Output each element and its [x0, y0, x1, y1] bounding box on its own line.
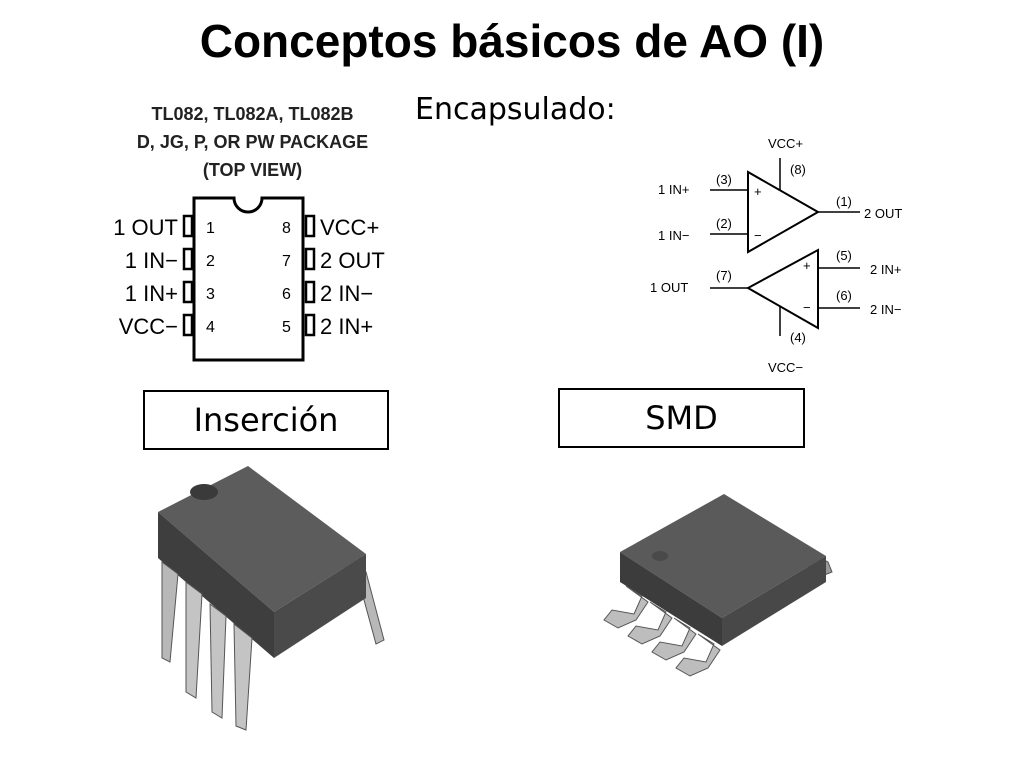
minus-sign: −: [803, 300, 811, 315]
pin-stub: [304, 214, 316, 238]
opamp-triangle-1: [747, 170, 821, 254]
chip-lead: [675, 633, 721, 677]
pin-label-right: 2 IN+: [320, 314, 373, 339]
pin-label-right: 2 OUT: [320, 248, 385, 273]
pin-label-right: 2 IN−: [320, 281, 373, 306]
encapsulado-label: Encapsulado:: [415, 92, 616, 127]
pin-label-left: VCC−: [119, 314, 178, 339]
chip-side-right: [274, 554, 366, 658]
package-header-line1: TL082, TL082A, TL082B: [151, 104, 354, 124]
pin-number: 2: [206, 253, 215, 270]
slide-title: Conceptos básicos de AO (I): [199, 15, 825, 67]
pin-label-left: 1 IN−: [125, 248, 178, 273]
pin-stub: [304, 313, 316, 337]
amp1-out-label: 2 OUT: [864, 206, 902, 221]
amp2-in-minus-pin: (6): [836, 288, 852, 303]
amp2-in-minus-label: 2 IN−: [870, 302, 901, 317]
smd-chip-image: [603, 494, 833, 677]
chip-lead: [161, 561, 179, 663]
dip-chip-image: [158, 466, 385, 731]
amp1-in-minus-pin: (2): [716, 216, 732, 231]
pin-stub: [304, 280, 316, 304]
chip-outline: [192, 196, 305, 362]
pin-stub: [182, 313, 194, 337]
amp1-out-pin: (1): [836, 194, 852, 209]
package-header-line3: (TOP VIEW): [202, 160, 303, 180]
amp2-out-label: 1 OUT: [650, 280, 688, 295]
pin-number: 6: [282, 286, 291, 303]
smd-label: SMD: [645, 399, 718, 437]
amp1-in-minus-label: 1 IN−: [658, 228, 689, 243]
chip-side-right: [722, 556, 826, 646]
amp1-in-plus-label: 1 IN+: [658, 182, 689, 197]
insercion-label: Inserción: [193, 401, 339, 439]
pin-label-right: VCC+: [320, 215, 379, 240]
chip-dot: [652, 551, 668, 561]
pin-number: 5: [282, 319, 291, 336]
opamp-schematic: + − + − VCC+ (8) (4) VCC− 1 IN+ (3) 1 IN…: [650, 136, 902, 375]
smd-label-box: SMD: [558, 388, 805, 448]
pin-number-4: (4): [790, 330, 806, 345]
pin-stub: [182, 247, 194, 271]
chip-side-front: [620, 552, 722, 646]
pin-stub: [182, 214, 194, 238]
chip-notch: [190, 484, 218, 500]
opamp-triangle-2: [745, 248, 819, 330]
pin-number: 4: [206, 319, 215, 336]
amp1-in-plus-pin: (3): [716, 172, 732, 187]
pin-number-8: (8): [790, 162, 806, 177]
chip-side-front: [158, 512, 274, 658]
dip-pinout-diagram: 1 2 3 4 8 7 6 5 1 OUT 1 IN− 1 IN+ VCC− V…: [113, 196, 385, 362]
plus-sign: +: [754, 184, 762, 199]
chip-lead: [651, 617, 697, 661]
insercion-label-box: Inserción: [143, 390, 389, 450]
package-header-line2: D, JG, P, OR PW PACKAGE: [136, 132, 369, 152]
chip-lead: [185, 581, 203, 699]
pin-number: 7: [282, 253, 291, 270]
chip-lead: [233, 622, 253, 731]
minus-sign: −: [754, 228, 762, 243]
chip-top: [158, 466, 366, 612]
vcc-plus-label: VCC+: [768, 136, 803, 151]
pin-number: 1: [206, 220, 215, 237]
pin-label-left: 1 IN+: [125, 281, 178, 306]
plus-sign: +: [803, 258, 811, 273]
pin-stub: [304, 247, 316, 271]
pin-stub: [182, 280, 194, 304]
vcc-minus-label: VCC−: [768, 360, 803, 375]
pin-label-left: 1 OUT: [113, 215, 178, 240]
amp2-out-pin: (7): [716, 268, 732, 283]
amp2-in-plus-pin: (5): [836, 248, 852, 263]
chip-top: [620, 494, 826, 618]
chip-lead: [209, 602, 227, 719]
pin-number: 8: [282, 220, 291, 237]
amp2-in-plus-label: 2 IN+: [870, 262, 901, 277]
chip-lead: [627, 601, 673, 645]
pin-number: 3: [206, 286, 215, 303]
chip-lead: [603, 585, 649, 629]
